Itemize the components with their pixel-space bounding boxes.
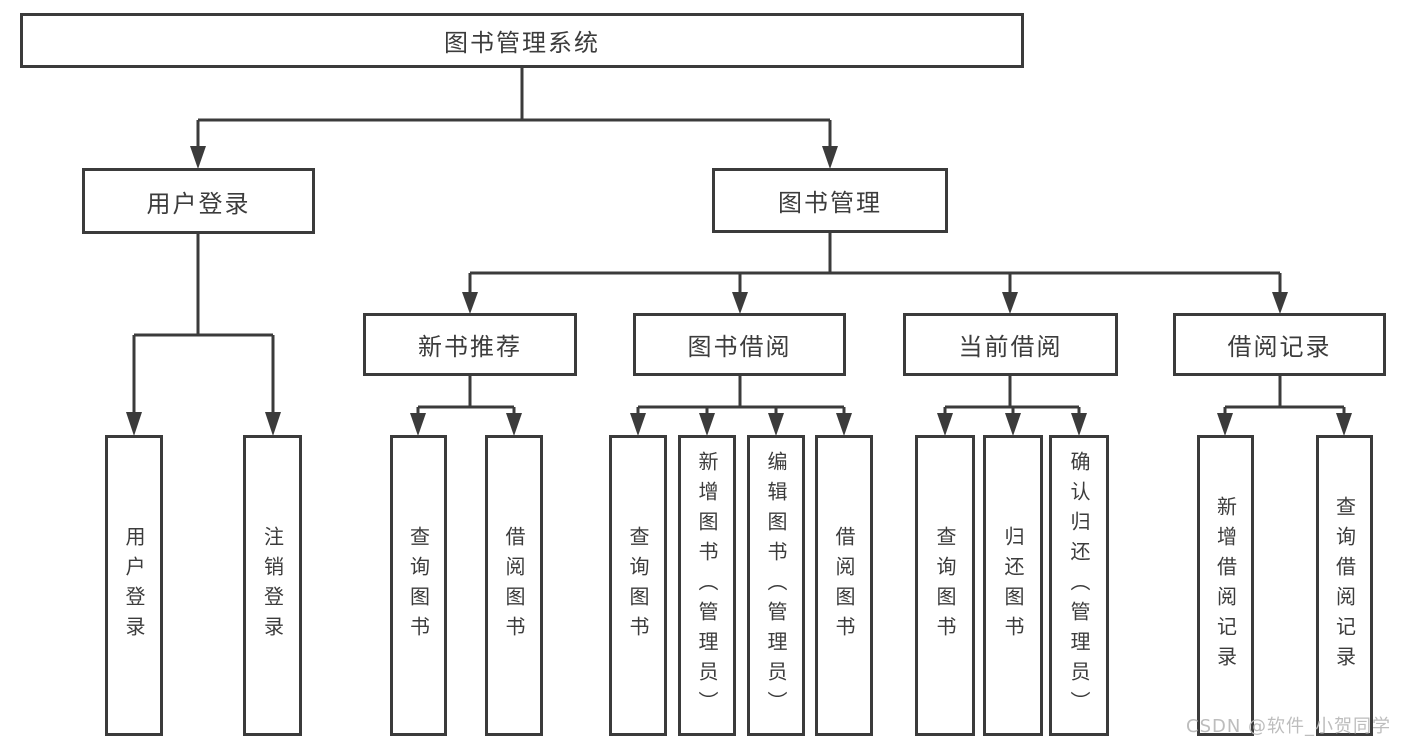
node-borrowing-records: 借阅记录 bbox=[1173, 313, 1386, 376]
leaf-user-login: 用户登录 bbox=[105, 435, 163, 736]
leaf-confirm-return-admin: 确认归还（管理员） bbox=[1049, 435, 1109, 736]
node-user-login: 用户登录 bbox=[82, 168, 315, 234]
leaf-logout-label: 注销登录 bbox=[260, 525, 285, 646]
leaf-add-books-admin: 新增图书（管理员） bbox=[678, 435, 736, 736]
leaf-borrow-books-recommend-label: 借阅图书 bbox=[502, 525, 526, 646]
leaf-borrow-books-label: 借阅图书 bbox=[832, 525, 856, 646]
leaf-logout: 注销登录 bbox=[243, 435, 302, 736]
leaf-return-books-label: 归还图书 bbox=[1001, 525, 1025, 646]
node-library-management-system: 图书管理系统 bbox=[20, 13, 1024, 68]
node-new-book-recommendation: 新书推荐 bbox=[363, 313, 577, 376]
leaf-borrow-books-recommend: 借阅图书 bbox=[485, 435, 543, 736]
csdn-watermark: CSDN @软件_小贺同学 bbox=[1186, 716, 1392, 737]
leaf-query-borrow-record: 查询借阅记录 bbox=[1316, 435, 1373, 736]
leaf-query-books-borrow: 查询图书 bbox=[609, 435, 667, 736]
node-book-management: 图书管理 bbox=[712, 168, 948, 233]
leaf-query-books-recommend: 查询图书 bbox=[390, 435, 447, 736]
leaf-add-books-admin-label: 新增图书（管理员） bbox=[695, 450, 719, 721]
leaf-return-books: 归还图书 bbox=[983, 435, 1043, 736]
leaf-query-books-recommend-label: 查询图书 bbox=[406, 525, 431, 646]
leaf-query-borrow-record-label: 查询借阅记录 bbox=[1332, 495, 1357, 676]
node-book-borrowing: 图书借阅 bbox=[633, 313, 846, 376]
leaf-query-books-borrow-label: 查询图书 bbox=[626, 525, 650, 646]
leaf-user-login-label: 用户登录 bbox=[122, 525, 146, 646]
leaf-confirm-return-admin-label: 确认归还（管理员） bbox=[1067, 450, 1091, 721]
leaf-edit-books-admin: 编辑图书（管理员） bbox=[747, 435, 805, 736]
leaf-add-borrow-record-label: 新增借阅记录 bbox=[1213, 495, 1238, 676]
leaf-edit-books-admin-label: 编辑图书（管理员） bbox=[764, 450, 788, 721]
leaf-query-books-current-label: 查询图书 bbox=[933, 525, 957, 646]
leaf-borrow-books: 借阅图书 bbox=[815, 435, 873, 736]
arrowheads bbox=[126, 146, 1352, 436]
leaf-add-borrow-record: 新增借阅记录 bbox=[1197, 435, 1254, 736]
node-current-borrowing: 当前借阅 bbox=[903, 313, 1118, 376]
leaf-query-books-current: 查询图书 bbox=[915, 435, 975, 736]
